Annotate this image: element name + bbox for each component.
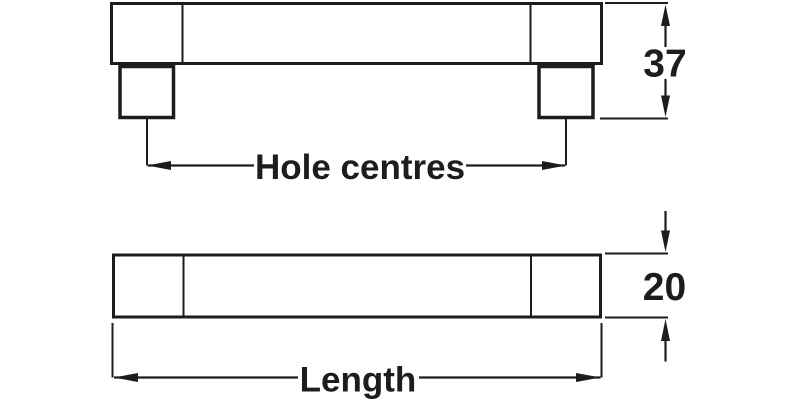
dim-37-value: 37 bbox=[643, 43, 686, 86]
handle-bar bbox=[110, 2, 603, 65]
front-view bbox=[110, 2, 603, 120]
dim-hole-centres: Hole centres bbox=[146, 119, 567, 187]
length-label: Length bbox=[300, 361, 417, 400]
handle-leg-left bbox=[118, 64, 176, 120]
handle-leg-right bbox=[537, 64, 595, 120]
dim-20-arrowhead-up bbox=[661, 319, 670, 341]
dim-20-value: 20 bbox=[643, 266, 686, 309]
dim-37-arrowhead-up bbox=[661, 4, 670, 26]
side-view bbox=[112, 253, 602, 319]
length-arrowhead-right bbox=[576, 373, 601, 382]
dim-length: Length bbox=[111, 323, 603, 400]
hole-centres-label: Hole centres bbox=[255, 148, 465, 187]
hole-centres-arrowhead-right bbox=[542, 161, 566, 170]
dim-37-arrowhead-down bbox=[661, 95, 670, 117]
dim-20-arrowhead-down bbox=[661, 230, 670, 252]
dim-height-20: 20 bbox=[605, 211, 686, 362]
handle-profile bbox=[112, 253, 602, 319]
dim-height-37: 37 bbox=[600, 2, 687, 120]
